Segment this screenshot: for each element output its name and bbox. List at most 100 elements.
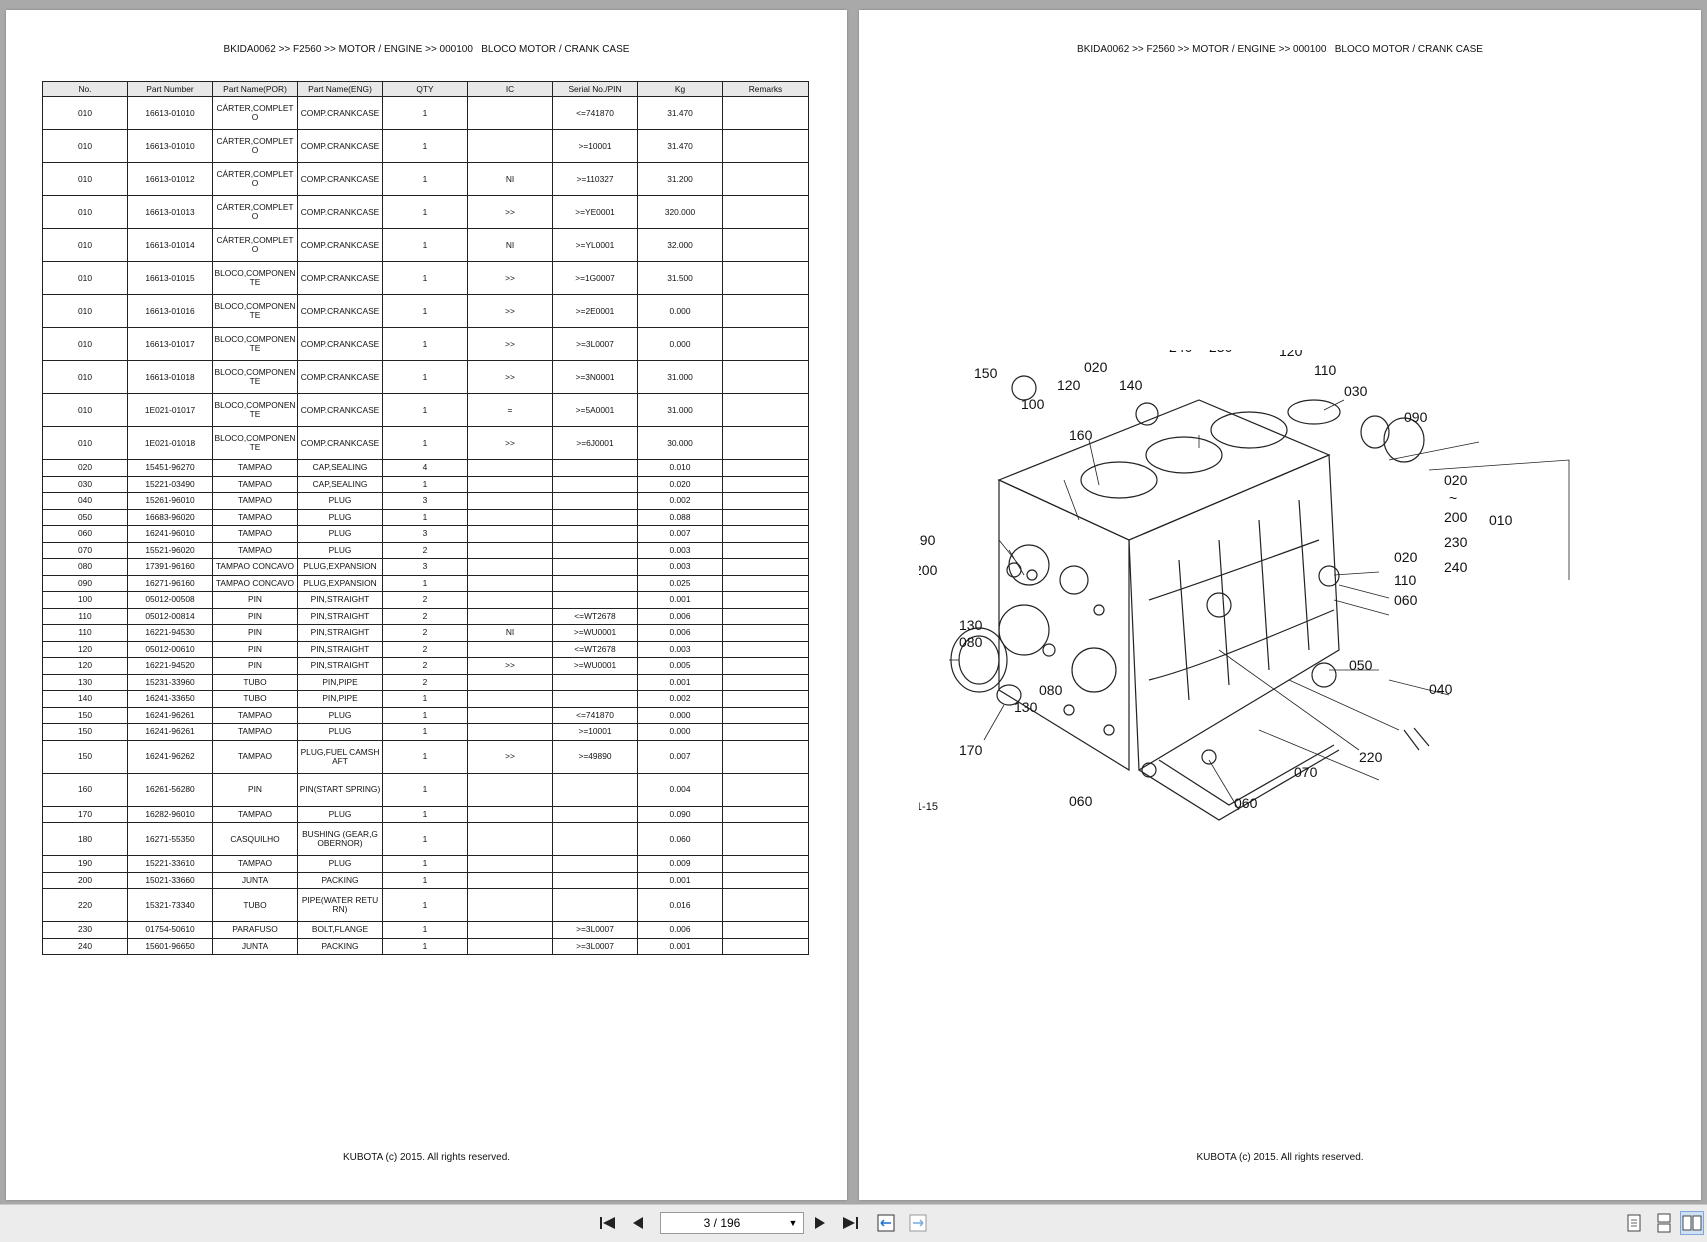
table-cell: 0.060: [637, 822, 723, 856]
table-cell: CÁRTER,COMPLETO: [212, 195, 298, 229]
table-cell: 020: [42, 459, 128, 477]
table-cell: [722, 327, 809, 361]
table-cell: [467, 607, 553, 625]
two-page-button[interactable]: [1680, 1211, 1704, 1235]
table-cell: >>: [467, 657, 553, 675]
single-page-icon: [1627, 1214, 1641, 1232]
table-cell: 1: [382, 937, 468, 955]
table-cell: TUBO: [212, 888, 298, 922]
table-cell: 01754-50610: [127, 921, 213, 939]
chevron-down-icon[interactable]: ▼: [788, 1218, 798, 1228]
table-cell: 31.200: [637, 162, 723, 196]
table-cell: 15221-03490: [127, 475, 213, 493]
table-cell: COMP.CRANKCASE: [297, 426, 383, 460]
table-cell: 230: [42, 921, 128, 939]
table-cell: COMP.CRANKCASE: [297, 393, 383, 427]
table-cell: 1: [382, 871, 468, 889]
table-cell: 150: [42, 723, 128, 741]
fit-width-button[interactable]: [874, 1211, 898, 1235]
table-cell: 320.000: [637, 195, 723, 229]
table-cell: 0.003: [637, 640, 723, 658]
table-cell: <=741870: [552, 96, 638, 130]
table-cell: [467, 492, 553, 510]
continuous-button[interactable]: [1652, 1211, 1676, 1235]
column-header: Serial No./PIN: [552, 81, 638, 97]
next-page-button[interactable]: [808, 1211, 832, 1235]
callout-050: 050: [1349, 657, 1373, 673]
table-cell: 0.000: [637, 706, 723, 724]
table-cell: [722, 657, 809, 675]
table-cell: PIN: [212, 640, 298, 658]
table-cell: 17391-96160: [127, 558, 213, 576]
first-page-button[interactable]: [596, 1211, 620, 1235]
table-cell: [722, 739, 809, 774]
callout-120: 120: [1057, 377, 1081, 393]
callout-080: 080: [959, 634, 983, 650]
table-cell: 0.010: [637, 459, 723, 477]
table-cell: >>: [467, 739, 553, 774]
table-cell: >>: [467, 261, 553, 295]
table-cell: [552, 475, 638, 493]
table-cell: NI: [467, 624, 553, 642]
table-cell: 3: [382, 492, 468, 510]
diagram-caption: 1G042-021-15: [919, 801, 938, 813]
table-cell: TAMPAO: [212, 723, 298, 741]
table-cell: [722, 888, 809, 922]
table-cell: >=3L0007: [552, 921, 638, 939]
table-cell: 090: [42, 574, 128, 592]
table-cell: [467, 475, 553, 493]
table-cell: [467, 690, 553, 708]
table-cell: [467, 591, 553, 609]
table-cell: PIN: [212, 657, 298, 675]
table-cell: [722, 921, 809, 939]
page-number-input[interactable]: [661, 1215, 783, 1231]
table-cell: 1E021-01017: [127, 393, 213, 427]
callout-240: 240: [1169, 350, 1193, 355]
table-cell: 1: [382, 921, 468, 939]
table-cell: 0.001: [637, 673, 723, 691]
page-header: BKIDA0062 >> F2560 >> MOTOR / ENGINE >> …: [223, 44, 630, 55]
table-cell: [722, 261, 809, 295]
single-page-button[interactable]: [1622, 1211, 1646, 1235]
last-page-button[interactable]: [838, 1211, 862, 1235]
table-cell: [552, 558, 638, 576]
table-cell: 16613-01013: [127, 195, 213, 229]
table-cell: >=6J0001: [552, 426, 638, 460]
table-cell: 31.000: [637, 360, 723, 394]
table-cell: 16271-55350: [127, 822, 213, 856]
table-cell: BLOCO,COMPONENTE: [212, 294, 298, 328]
table-cell: [722, 475, 809, 493]
table-cell: 05012-00610: [127, 640, 213, 658]
page-number-box[interactable]: ▼: [660, 1212, 804, 1234]
table-cell: COMP.CRANKCASE: [297, 261, 383, 295]
table-cell: 010: [42, 261, 128, 295]
table-cell: BLOCO,COMPONENTE: [212, 261, 298, 295]
table-cell: [722, 360, 809, 394]
table-cell: [722, 541, 809, 559]
table-cell: 4: [382, 459, 468, 477]
table-cell: [722, 228, 809, 262]
prev-page-button[interactable]: [626, 1211, 650, 1235]
table-cell: PLUG: [297, 706, 383, 724]
table-cell: 0.025: [637, 574, 723, 592]
left-page: BKIDA0062 >> F2560 >> MOTOR / ENGINE >> …: [6, 10, 847, 1200]
table-cell: 0.006: [637, 921, 723, 939]
table-cell: 100: [42, 591, 128, 609]
table-cell: [467, 129, 553, 163]
table-cell: 16613-01010: [127, 96, 213, 130]
table-cell: 16241-96262: [127, 739, 213, 774]
table-cell: PIN,STRAIGHT: [297, 640, 383, 658]
callout-160: 160: [1069, 427, 1093, 443]
fit-page-button[interactable]: [906, 1211, 930, 1235]
table-cell: [552, 541, 638, 559]
table-cell: 1: [382, 690, 468, 708]
table-cell: [552, 871, 638, 889]
table-cell: TAMPAO CONCAVO: [212, 558, 298, 576]
